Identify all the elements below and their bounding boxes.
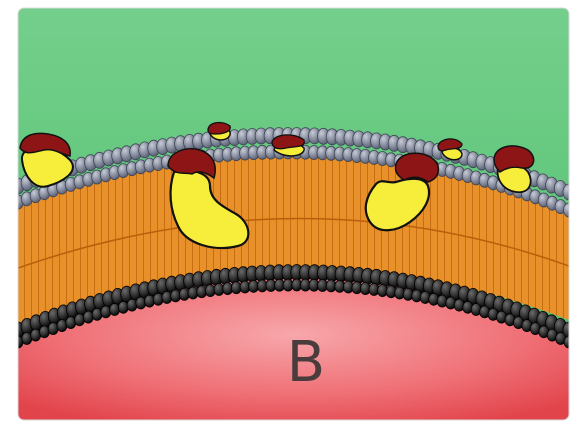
glycan-cap	[272, 135, 304, 149]
inner-lipid-head	[110, 304, 120, 316]
inner-lipid-head	[136, 297, 146, 309]
panel-letter: B	[276, 328, 336, 398]
glycan-cap	[395, 153, 438, 182]
inner-lipid-head	[145, 295, 155, 307]
membrane-protein-4	[272, 135, 304, 156]
glycan-cap	[208, 123, 230, 134]
inner-lipid-head	[83, 311, 93, 323]
inner-lipid-head	[153, 293, 163, 305]
inner-lipid-head	[101, 306, 111, 318]
inner-lipid-head	[118, 301, 128, 313]
inner-lipid-head	[75, 314, 85, 326]
inner-lipid-head	[127, 299, 137, 311]
membrane-protein-1	[20, 133, 73, 186]
